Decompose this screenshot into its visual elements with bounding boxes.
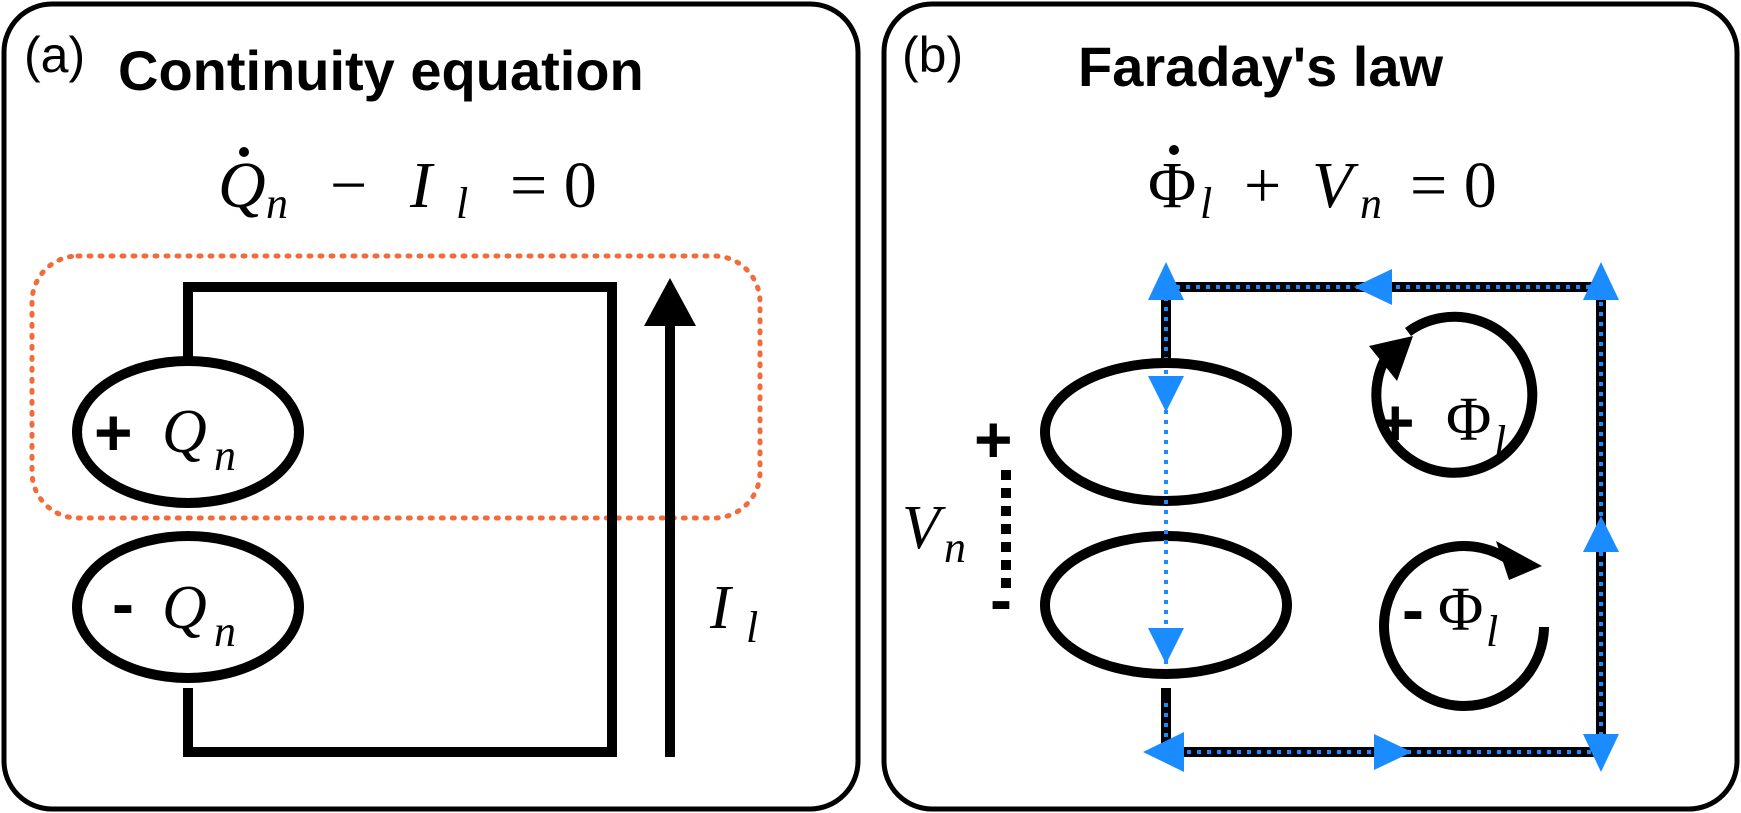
eq-i-subscript: l bbox=[456, 179, 468, 228]
voltage-minus-sign: - bbox=[990, 562, 1012, 636]
eq-phi-symbol: Φ bbox=[1148, 149, 1196, 222]
flux-top-arc bbox=[1371, 311, 1538, 478]
blue-arrow-top-mid bbox=[1354, 269, 1392, 305]
eq-i-symbol: I bbox=[409, 149, 435, 222]
flux-bottom-arrow-head bbox=[1496, 541, 1542, 580]
panel-a: (a) Continuity equation Q n − I l = 0 + … bbox=[1, 1, 861, 812]
eq-phi-subscript: l bbox=[1200, 179, 1212, 228]
node-bottom-sub: n bbox=[214, 607, 236, 656]
current-arrow-head bbox=[644, 278, 696, 326]
blue-arrow-right-mid bbox=[1583, 516, 1619, 552]
blue-arrow-top-right bbox=[1583, 262, 1619, 300]
eq-q-subscript: n bbox=[266, 179, 288, 228]
flux-bottom-arc bbox=[1379, 541, 1549, 711]
eq-v-symbol: V bbox=[1312, 149, 1359, 222]
circuit-wire-loop bbox=[183, 282, 617, 757]
panel-b-tag: (b) bbox=[902, 27, 963, 83]
blue-arrow-node-top bbox=[1148, 376, 1184, 412]
eq-minus: − bbox=[330, 149, 367, 222]
panel-b-frame bbox=[881, 1, 1740, 812]
faraday-equation: Φ l + V n = 0 bbox=[1148, 145, 1497, 228]
node-bottom-ellipse bbox=[72, 531, 304, 683]
node-top-q: Q bbox=[162, 398, 207, 466]
eq-q-dot bbox=[239, 147, 249, 157]
node-top-ellipse bbox=[72, 356, 304, 508]
panel-a-title: Continuity equation bbox=[118, 39, 644, 102]
blue-arrow-top-left bbox=[1148, 262, 1184, 300]
flux-bottom-phi: Φ bbox=[1438, 576, 1483, 644]
eq-plus: + bbox=[1244, 149, 1281, 222]
flux-bottom-sign: - bbox=[1402, 572, 1424, 646]
node-top-sign: + bbox=[94, 395, 133, 469]
blue-arrow-bottom-left bbox=[1143, 732, 1184, 772]
node-bottom-sign: - bbox=[112, 566, 134, 640]
flux-top-sign: + bbox=[1376, 385, 1415, 459]
continuity-equation: Q n − I l = 0 bbox=[218, 147, 597, 228]
blue-arrow-bottom-right bbox=[1583, 734, 1619, 772]
eq-v-subscript: n bbox=[1360, 179, 1382, 228]
current-label-sub: l bbox=[746, 603, 758, 652]
voltage-label-sub: n bbox=[944, 523, 966, 572]
panel-a-frame bbox=[1, 1, 861, 812]
blue-arrow-node-bottom bbox=[1148, 628, 1184, 664]
flux-top-phi: Φ bbox=[1446, 386, 1491, 454]
current-label-i: I bbox=[709, 574, 734, 642]
panel-a-tag: (a) bbox=[24, 27, 85, 83]
node-bottom-q: Q bbox=[162, 574, 207, 642]
panel-b-title: Faraday's law bbox=[1078, 35, 1444, 98]
voltage-label-v: V bbox=[902, 494, 946, 562]
node-top-sub: n bbox=[214, 431, 236, 480]
blue-arrow-bottom-mid bbox=[1374, 734, 1412, 770]
panel-b: (b) Faraday's law Φ l + V n = 0 + bbox=[881, 1, 1740, 812]
voltage-plus-sign: + bbox=[974, 402, 1013, 476]
eq-rhs: = 0 bbox=[510, 149, 597, 222]
eq-rhs-b: = 0 bbox=[1410, 149, 1497, 222]
eq-q-symbol: Q bbox=[218, 149, 266, 222]
node-enclosure-dotted bbox=[29, 253, 763, 521]
flux-top-arrow-head bbox=[1369, 336, 1413, 381]
eq-phi-dot bbox=[1169, 145, 1179, 155]
flux-top-sub: l bbox=[1494, 417, 1506, 466]
node-b-bottom-ellipse bbox=[1040, 531, 1292, 679]
flux-bottom-sub: l bbox=[1486, 607, 1498, 656]
